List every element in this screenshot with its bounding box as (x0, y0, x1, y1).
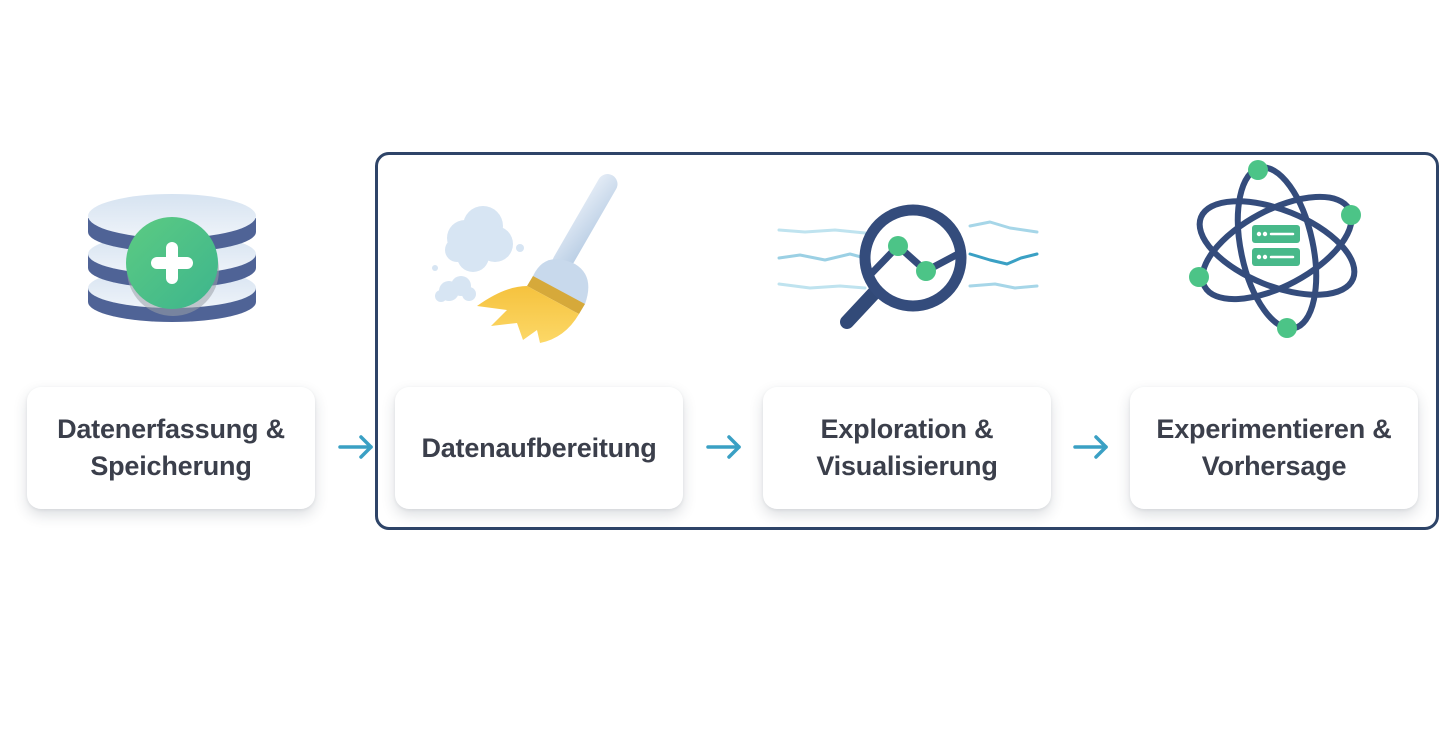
step-label: Datenerfassung & Speicherung (57, 414, 285, 481)
step-label: Exploration & Visualisierung (816, 414, 998, 481)
database-add-icon (88, 194, 256, 322)
arrow-right-icon (1073, 435, 1108, 459)
arrow-right-icon (338, 435, 373, 459)
step-card-data-preparation: Datenaufbereitung (395, 387, 683, 509)
step-label: Experimentieren & Vorhersage (1156, 414, 1392, 481)
step-label: Datenaufbereitung (421, 432, 657, 463)
broom-icon (432, 174, 618, 343)
magnifier-chart-icon (777, 204, 1039, 329)
atom-server-icon (1189, 160, 1361, 338)
grouped-steps-frame (375, 152, 1439, 530)
step-card-experimentation: Experimentieren & Vorhersage (1130, 387, 1418, 509)
arrow-right-icon (706, 435, 741, 459)
step-card-exploration: Exploration & Visualisierung (763, 387, 1051, 509)
step-card-data-collection: Datenerfassung & Speicherung (27, 387, 315, 509)
